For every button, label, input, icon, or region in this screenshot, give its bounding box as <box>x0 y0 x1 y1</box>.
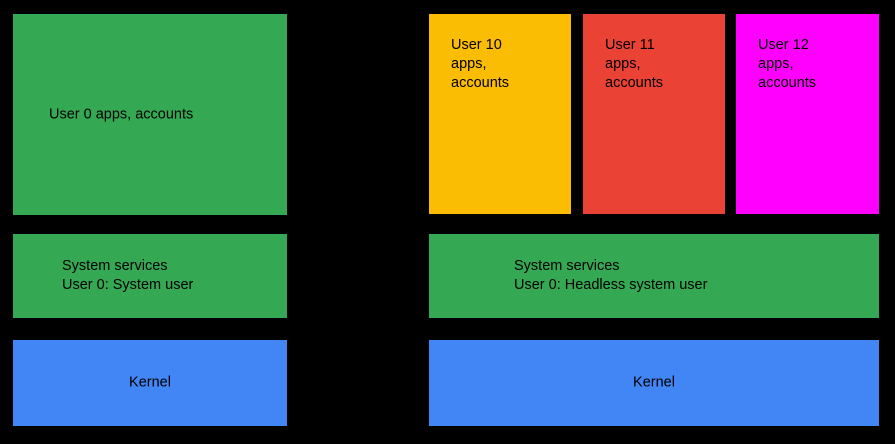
left-kernel-label: Kernel <box>129 374 171 391</box>
right-system-services-box: System services User 0: Headless system … <box>429 234 879 318</box>
right-kernel-label: Kernel <box>633 374 675 391</box>
left-system-services-box: System services User 0: System user <box>13 234 287 318</box>
user-12-apps-box: User 12 apps, accounts <box>736 14 879 214</box>
left-user0-apps-label: User 0 apps, accounts <box>49 106 194 122</box>
user-11-apps-label: User 11 apps, accounts <box>605 37 664 91</box>
left-user0-apps-box: User 0 apps, accounts <box>13 14 287 215</box>
left-kernel-box: Kernel <box>13 340 287 426</box>
right-system-services-label: System services User 0: Headless system … <box>514 258 708 293</box>
user-11-apps-box: User 11 apps, accounts <box>583 14 725 214</box>
user-10-apps-box: User 10 apps, accounts <box>429 14 571 214</box>
left-system-services-label: System services User 0: System user <box>62 258 194 293</box>
right-kernel-box: Kernel <box>429 340 879 426</box>
user-10-apps-label: User 10 apps, accounts <box>451 37 510 91</box>
user-12-apps-label: User 12 apps, accounts <box>758 37 817 91</box>
